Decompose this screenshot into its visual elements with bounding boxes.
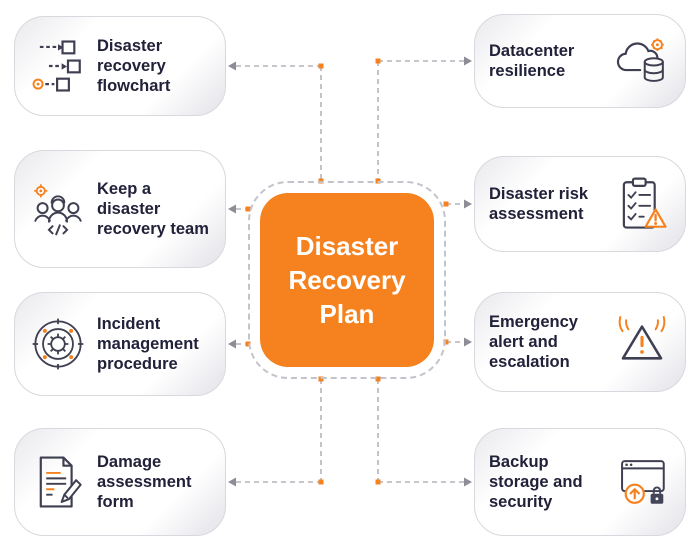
center-title: Disaster Recovery Plan — [288, 230, 406, 330]
backup-security-icon — [613, 453, 671, 511]
card-label: Keep a disaster recovery team — [97, 179, 209, 239]
risk-assessment-icon — [613, 175, 671, 233]
card-label: Datacenter resilience — [489, 41, 575, 80]
center-dashed-border — [248, 181, 446, 379]
card-backup-storage-security: Backup storage and security — [474, 428, 686, 536]
card-emergency-alert: Emergency alert and escalation — [474, 292, 686, 392]
card-label: Damage assessment form — [97, 452, 192, 512]
card-incident-management: Incident management procedure — [14, 292, 226, 396]
card-damage-assessment-form: Damage assessment form — [14, 428, 226, 536]
emergency-alert-icon — [613, 313, 671, 371]
card-label: Emergency alert and escalation — [489, 312, 578, 372]
card-disaster-recovery-team: Keep a disaster recovery team — [14, 150, 226, 268]
card-disaster-risk-assessment: Disaster risk assessment — [474, 156, 686, 252]
card-label: Disaster recovery flowchart — [97, 36, 171, 96]
card-label: Backup storage and security — [489, 452, 583, 512]
incident-management-icon — [29, 315, 87, 373]
card-label: Disaster risk assessment — [489, 184, 589, 223]
assessment-form-icon — [29, 453, 87, 511]
recovery-team-icon — [29, 180, 87, 238]
card-label: Incident management procedure — [97, 314, 199, 374]
card-datacenter-resilience: Datacenter resilience — [474, 14, 686, 108]
flowchart-icon — [29, 37, 87, 95]
datacenter-icon — [613, 32, 671, 90]
card-disaster-recovery-flowchart: Disaster recovery flowchart — [14, 16, 226, 116]
center-node: Disaster Recovery Plan — [260, 193, 434, 367]
